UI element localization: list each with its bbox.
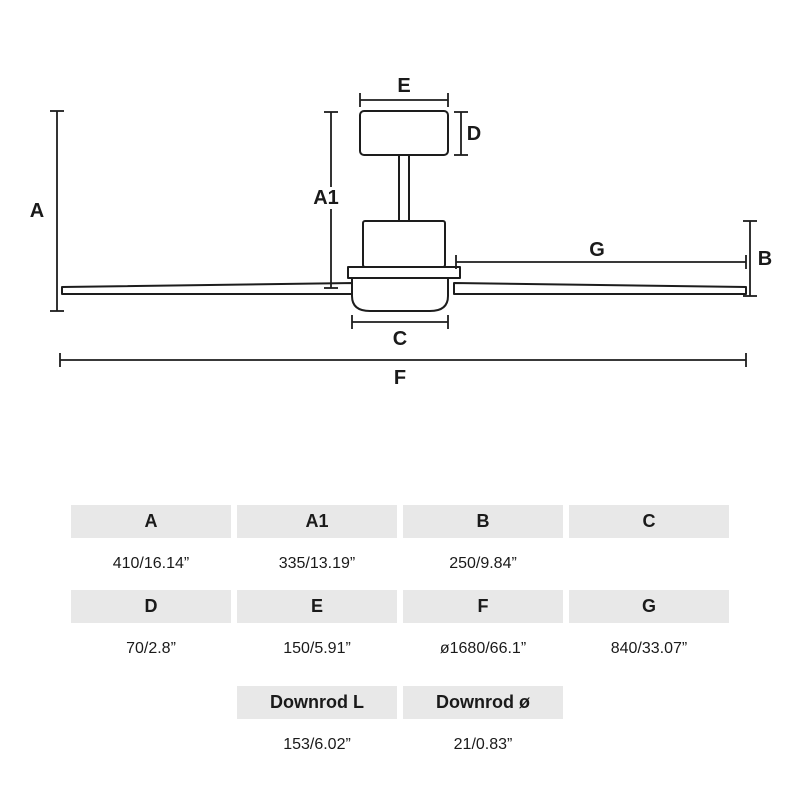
table-value-cell: 250/9.84” bbox=[449, 555, 517, 572]
table-value-cell bbox=[569, 719, 729, 771]
table-header-cell bbox=[71, 686, 231, 719]
table-value-cell bbox=[569, 538, 729, 590]
table-row: 70/2.8” 150/5.91” ø1680/66.1” 840/33.07” bbox=[71, 623, 729, 675]
fan-downrod bbox=[398, 154, 410, 222]
dim-label-e: E bbox=[397, 75, 411, 97]
dim-label-a1: A1 bbox=[310, 187, 342, 209]
dimension-lines bbox=[50, 93, 757, 367]
table-value-cell: 840/33.07” bbox=[610, 640, 688, 657]
fan-drawing-svg bbox=[50, 93, 757, 367]
fan-blade-mount-ring bbox=[347, 266, 461, 279]
table-header-cell: Downrod ø bbox=[403, 686, 563, 719]
table-header-cell: A1 bbox=[237, 505, 397, 538]
fan-bottom-cover bbox=[351, 277, 449, 312]
fan-canopy bbox=[359, 110, 449, 156]
table-header-cell: G bbox=[569, 590, 729, 623]
table-row: 153/6.02” 21/0.83” bbox=[71, 719, 729, 771]
table-header-cell: D bbox=[71, 590, 231, 623]
fan-motor-housing bbox=[362, 220, 446, 268]
table-row: 410/16.14” 335/13.19” 250/9.84” bbox=[71, 538, 729, 590]
table-value-cell: 335/13.19” bbox=[278, 555, 356, 572]
fan-blade-right bbox=[453, 282, 747, 295]
fan-dimension-diagram: E D A A1 G B C F bbox=[29, 75, 773, 389]
fan-blade-left bbox=[61, 282, 355, 295]
dim-label-b: B bbox=[757, 248, 773, 270]
table-header-cell bbox=[569, 686, 729, 719]
dim-label-c: C bbox=[392, 328, 408, 350]
table-value-cell: 153/6.02” bbox=[283, 736, 351, 753]
table-header-cell: A bbox=[71, 505, 231, 538]
table-value-cell: ø1680/66.1” bbox=[439, 640, 527, 657]
table-header-cell: E bbox=[237, 590, 397, 623]
table-header-cell: F bbox=[403, 590, 563, 623]
dim-label-a: A bbox=[29, 200, 45, 222]
dim-label-f: F bbox=[393, 367, 407, 389]
table-value-cell: 21/0.83” bbox=[453, 736, 513, 753]
table-value-cell: 150/5.91” bbox=[283, 640, 351, 657]
table-value-cell: 70/2.8” bbox=[126, 640, 176, 657]
dim-label-d: D bbox=[466, 123, 482, 145]
table-header-cell: C bbox=[569, 505, 729, 538]
table-header-cell: B bbox=[403, 505, 563, 538]
dim-label-g: G bbox=[589, 239, 605, 261]
table-value-cell bbox=[71, 719, 231, 771]
table-value-cell: 410/16.14” bbox=[112, 555, 190, 572]
table-header-cell: Downrod L bbox=[237, 686, 397, 719]
